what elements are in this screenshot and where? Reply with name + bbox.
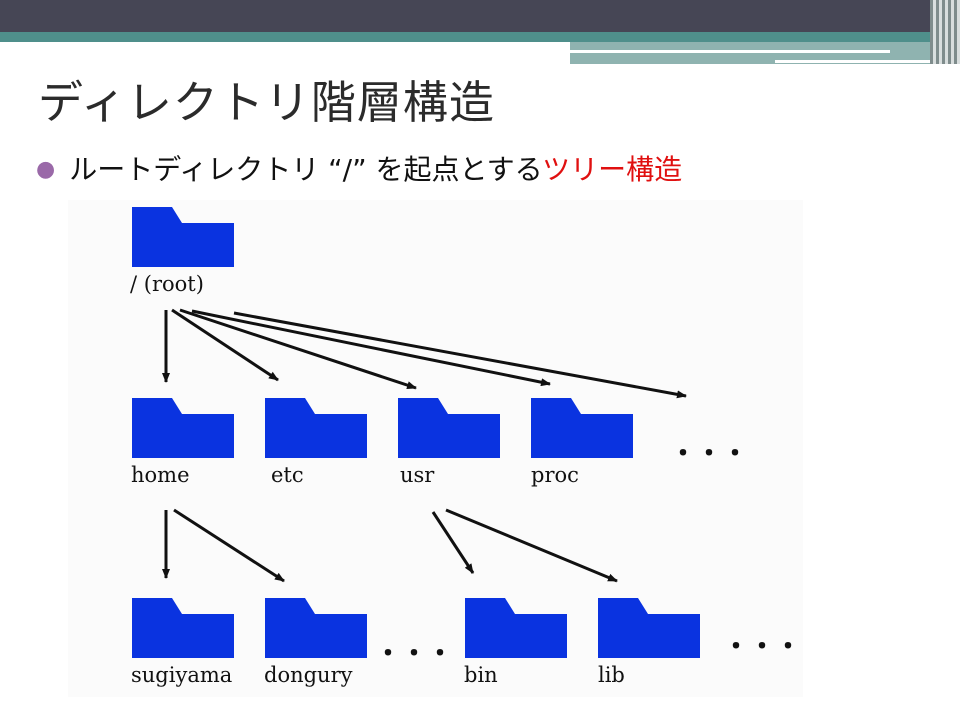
folder-icon (265, 598, 367, 658)
node-label-sugiyama: sugiyama (131, 663, 232, 687)
folder-icon (531, 398, 633, 458)
node-label-home: home (131, 463, 190, 487)
header-band-teal (0, 32, 930, 42)
folder-icon (132, 398, 234, 458)
header-corner-pattern (930, 0, 960, 64)
folder-icon (398, 398, 500, 458)
slide-title: ディレクトリ階層構造 (38, 76, 495, 129)
node-label-root: / (root) (130, 272, 204, 296)
folder-icon (132, 207, 234, 267)
directory-tree-diagram: / (root) home etc usr proc ・・・ sugiyama … (68, 200, 803, 697)
folder-icon (465, 598, 567, 658)
arrow-home-dongury (173, 508, 285, 583)
more-nodes-ellipsis: ・・・ (723, 632, 801, 662)
node-label-proc: proc (531, 463, 579, 487)
header-band-dark (0, 0, 930, 32)
node-label-usr: usr (400, 463, 435, 487)
arrow-root-usr (179, 308, 417, 390)
node-label-etc: etc (271, 463, 304, 487)
folder-icon (265, 398, 367, 458)
bullet-accent-text: ツリー構造 (542, 153, 683, 186)
tree-svg: / (root) home etc usr proc ・・・ sugiyama … (130, 207, 801, 687)
more-nodes-ellipsis: ・・・ (670, 439, 748, 469)
more-nodes-ellipsis: ・・・ (375, 639, 453, 669)
node-label-lib: lib (598, 663, 625, 687)
node-label-bin: bin (464, 663, 498, 687)
node-label-dongury: dongury (264, 663, 353, 687)
folder-icon (132, 598, 234, 658)
bullet-text: ルートディレクトリ “/” を起点とする (69, 153, 543, 186)
arrow-usr-bin (431, 511, 475, 574)
header-stripe (570, 50, 890, 53)
arrow-root-proc (191, 309, 551, 387)
header-band-light (570, 42, 930, 64)
header-stripe (775, 60, 930, 63)
arrow-root-more (233, 311, 687, 399)
folder-icon (598, 598, 700, 658)
arrow-usr-lib (445, 508, 618, 583)
arrow-root-etc (171, 308, 279, 382)
bullet-dot-icon: ● (36, 157, 56, 182)
bullet-item: ● ルートディレクトリ “/” を起点とするツリー構造 (36, 148, 682, 188)
